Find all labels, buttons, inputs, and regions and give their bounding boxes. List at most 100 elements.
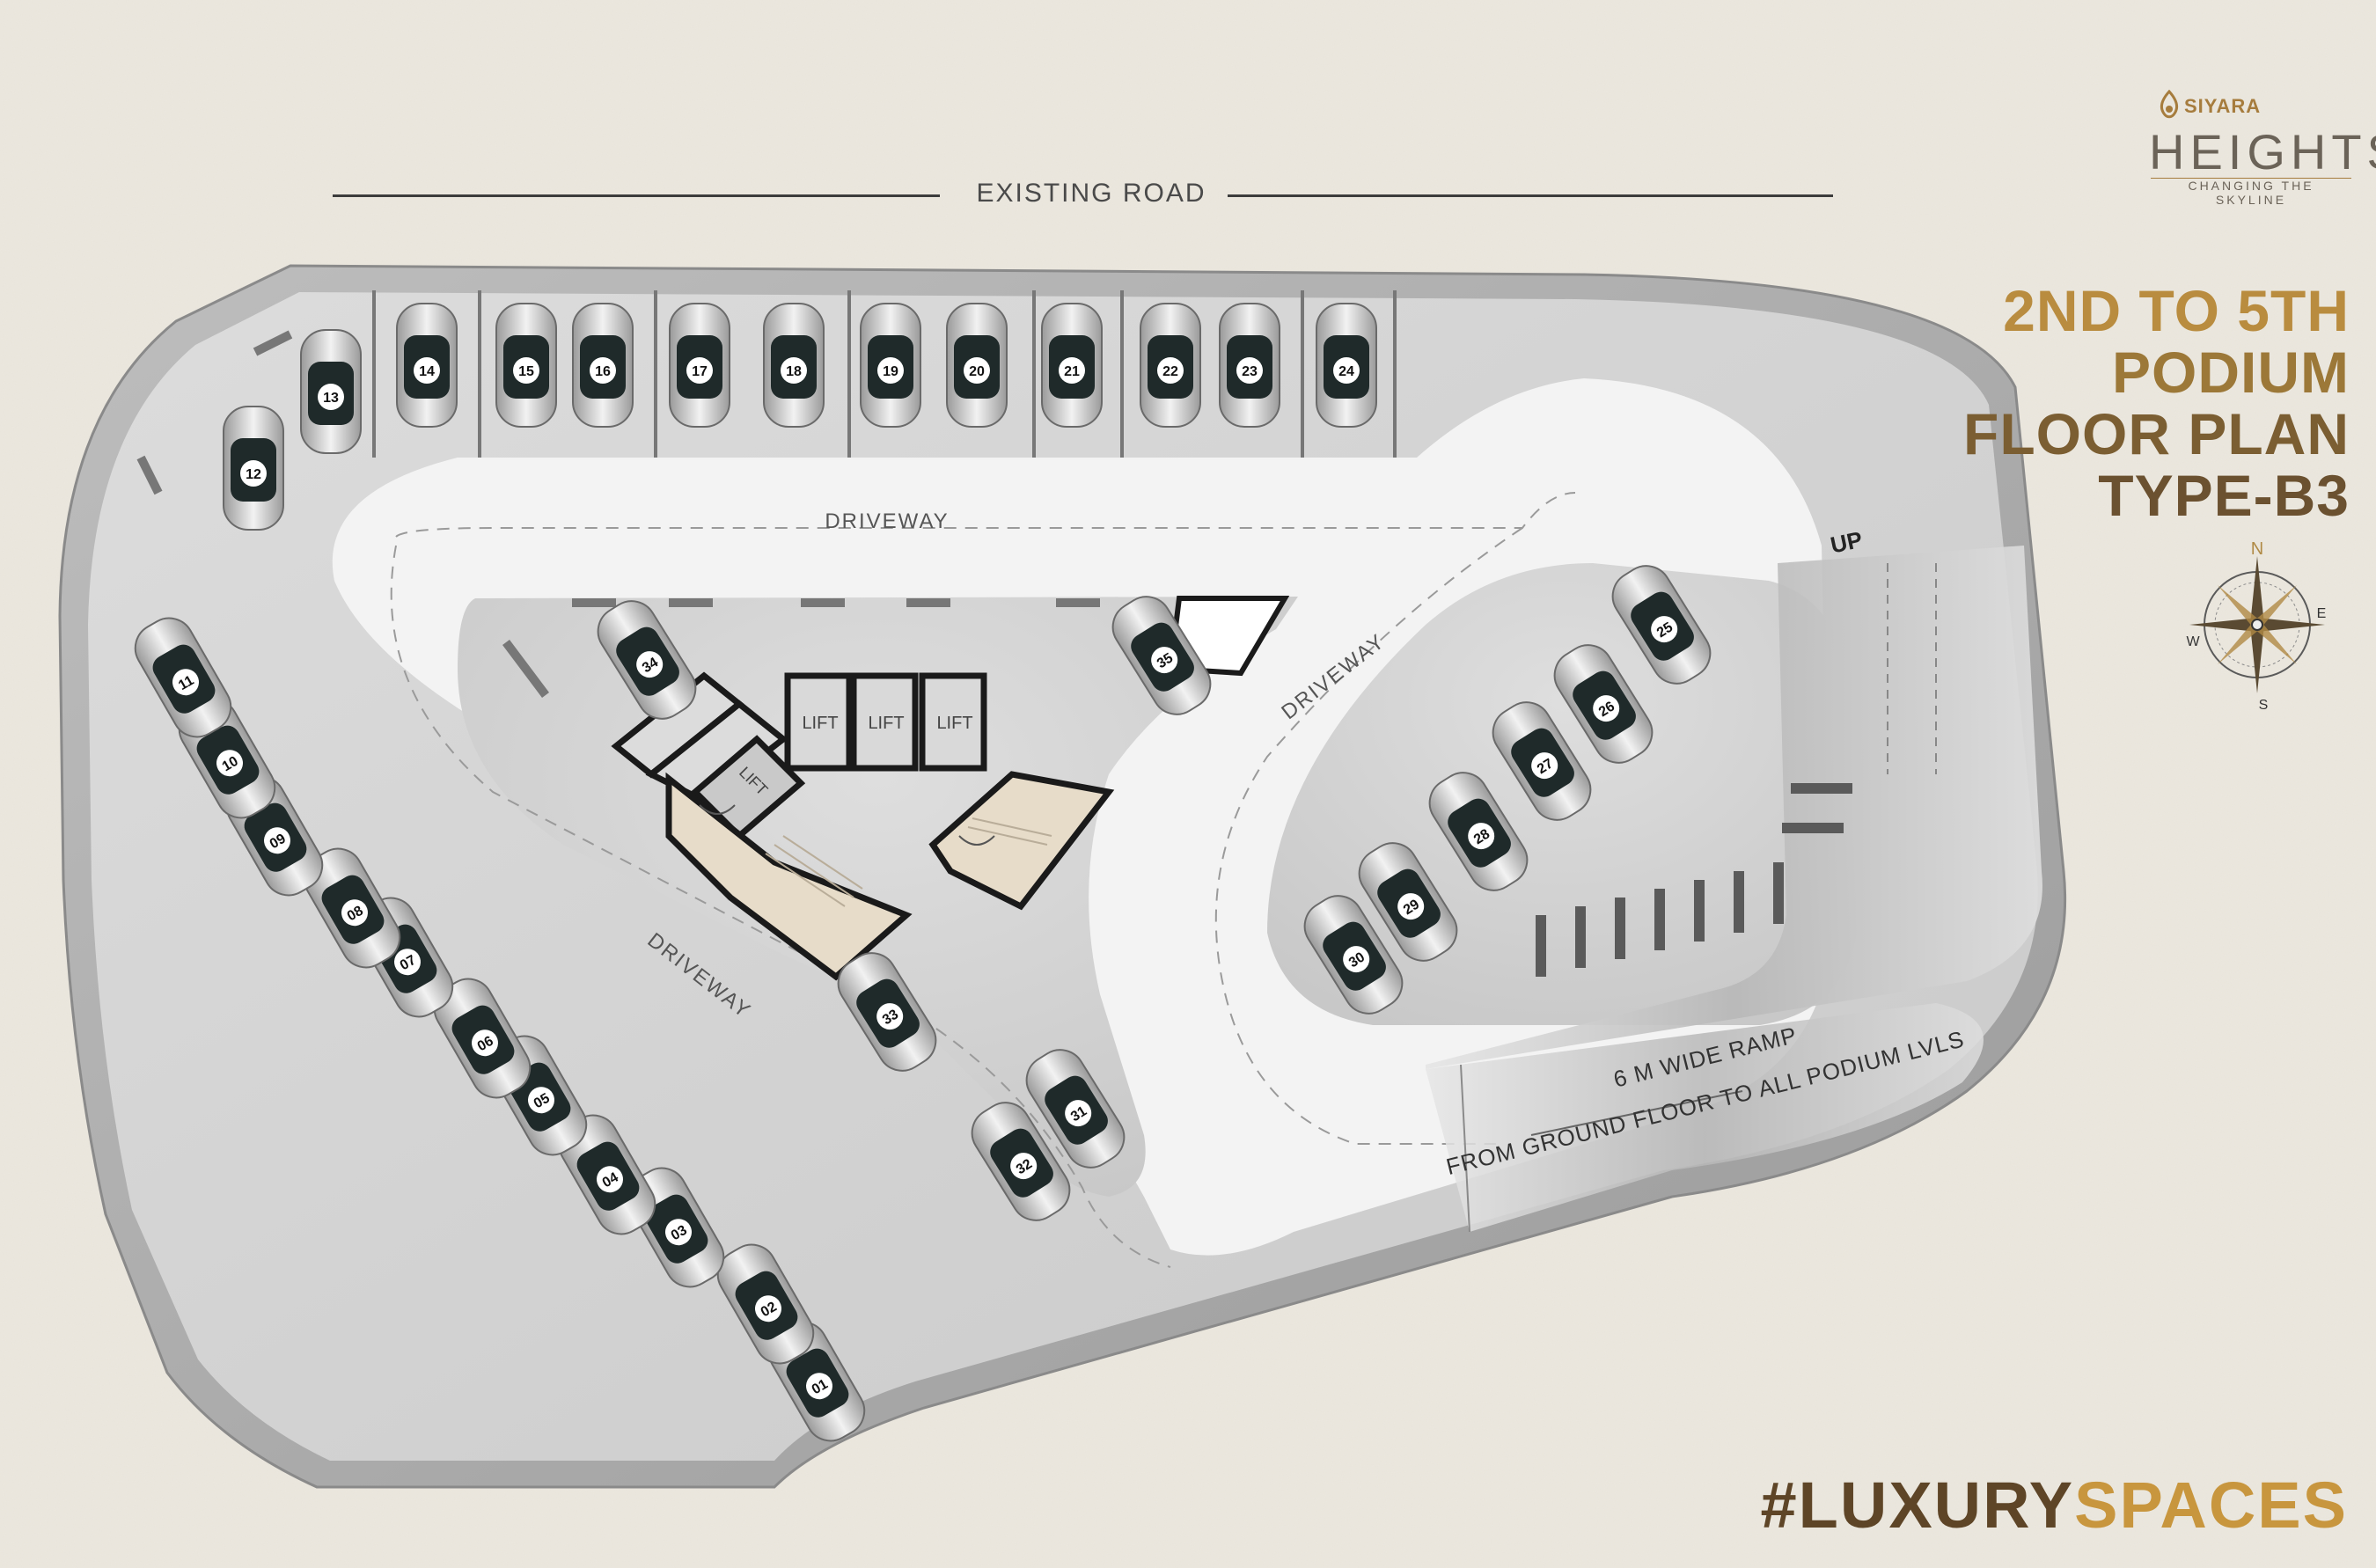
parked-car: 22 [1140, 303, 1201, 428]
car-number-badge [1397, 893, 1425, 920]
parked-car: 30 [1303, 895, 1404, 1015]
luxury-spaces-hashtag: #LUXURYSPACES [1761, 1468, 2348, 1542]
up-label: UP [1828, 526, 1865, 559]
ramp-lower [1426, 1003, 1984, 1232]
car-number-badge [597, 1166, 623, 1193]
car-number-badge [264, 827, 290, 854]
car-number: 11 [176, 673, 196, 693]
car-number: 16 [595, 364, 611, 379]
car-number: 21 [1064, 364, 1080, 379]
existing-road-label: EXISTING ROAD [976, 179, 1206, 208]
car-number-badge [781, 357, 807, 384]
car-number: 13 [323, 391, 339, 406]
parked-car: 18 [763, 303, 825, 428]
car-number: 26 [1596, 699, 1617, 720]
car-number: 12 [246, 467, 261, 482]
car-number-badge [1236, 357, 1263, 384]
car-number: 23 [1242, 364, 1258, 379]
two-wheeler-bays [1536, 783, 1852, 977]
car-number: 34 [640, 655, 661, 676]
car-number-badge [636, 651, 664, 678]
parked-car: 11 [134, 617, 232, 738]
lift-label-3: LIFT [936, 714, 972, 733]
parked-car: 17 [669, 303, 730, 428]
compass-west: W [2186, 634, 2200, 649]
car-number-badge [964, 357, 990, 384]
car-number: 32 [1014, 1156, 1035, 1177]
car-number-badge [1059, 357, 1085, 384]
car-number: 04 [600, 1170, 621, 1191]
car-number-badge [1531, 752, 1558, 780]
parked-car: 21 [1041, 303, 1103, 428]
parked-car: 02 [716, 1243, 815, 1365]
car-number: 06 [475, 1034, 496, 1055]
car-number-badge [686, 357, 713, 384]
logo-brand: SIYARA [2184, 95, 2262, 117]
car-number-badge [590, 357, 616, 384]
driveway-centerline-3 [1214, 527, 1523, 1145]
parked-car: 23 [1219, 303, 1280, 428]
title-line-2: PODIUM [2112, 340, 2350, 405]
logo-tagline: CHANGING THE SKYLINE [2188, 179, 2314, 207]
car-number: 09 [268, 832, 289, 853]
lane-markings [136, 330, 1100, 698]
car-number-badge [1343, 946, 1370, 973]
compass-rose-icon: N E S W [2186, 539, 2327, 713]
road-line-left [333, 194, 940, 197]
parked-car: 33 [837, 952, 937, 1072]
car-number-badge [1593, 695, 1620, 722]
car-number: 24 [1338, 364, 1354, 379]
parked-car: 12 [223, 406, 284, 531]
parked-car: 34 [597, 600, 697, 720]
car-number: 10 [220, 754, 241, 775]
car-number-badge [1157, 357, 1184, 384]
car-number-badge [240, 460, 267, 487]
parking-dividers [372, 290, 1397, 458]
car-number: 18 [786, 364, 802, 379]
car-number: 15 [518, 364, 534, 379]
car-number: 14 [419, 364, 435, 379]
core-doors [699, 804, 995, 846]
car-number: 03 [669, 1223, 690, 1244]
core-building [611, 671, 1115, 981]
parked-car: 27 [1492, 701, 1592, 821]
car-number-badge [216, 750, 243, 777]
driveway-centerline-2 [390, 545, 1171, 1268]
parked-car: 24 [1316, 303, 1377, 428]
hashtag-part-1: #LUXURY [1760, 1469, 2075, 1542]
car-number: 08 [345, 904, 366, 925]
car-number-badge [513, 357, 539, 384]
lift-label-2: LIFT [868, 714, 904, 733]
title-line-1: 2ND TO 5TH [2003, 278, 2350, 343]
car-number-badge [1333, 357, 1360, 384]
siyara-heights-logo: SIYARA HEIGHTS CHANGING THE SKYLINE [2147, 70, 2376, 207]
car-number: 28 [1471, 826, 1492, 847]
parked-car: 32 [971, 1102, 1071, 1221]
compass-east: E [2317, 606, 2327, 621]
parked-car: 20 [946, 303, 1008, 428]
car-number: 35 [1155, 650, 1176, 671]
car-number: 02 [759, 1300, 780, 1321]
car-number-badge [1151, 647, 1178, 674]
driveway-label-top: DRIVEWAY [825, 509, 949, 533]
car-number: 29 [1401, 897, 1422, 918]
compass-south: S [2259, 698, 2269, 713]
parked-car: 14 [396, 303, 458, 428]
parked-car: 04 [558, 1114, 656, 1235]
car-number: 05 [532, 1091, 553, 1112]
parked-car: 08 [303, 847, 401, 969]
logo-name: HEIGHTS [2149, 124, 2376, 180]
parked-car: 03 [627, 1167, 725, 1288]
hashtag-part-2: SPACES [2074, 1469, 2348, 1542]
car-number: 22 [1162, 364, 1178, 379]
parked-car: 26 [1553, 644, 1654, 764]
parked-car: 35 [1111, 596, 1212, 715]
stair-treads [765, 817, 1052, 907]
car-number: 17 [692, 364, 708, 379]
parked-car: 15 [495, 303, 557, 428]
car-number-badge [472, 1029, 498, 1057]
car-number-badge [806, 1373, 832, 1400]
title-line-4: TYPE-B3 [2098, 463, 2350, 528]
title-line-3: FLOOR PLAN [1963, 401, 2350, 466]
